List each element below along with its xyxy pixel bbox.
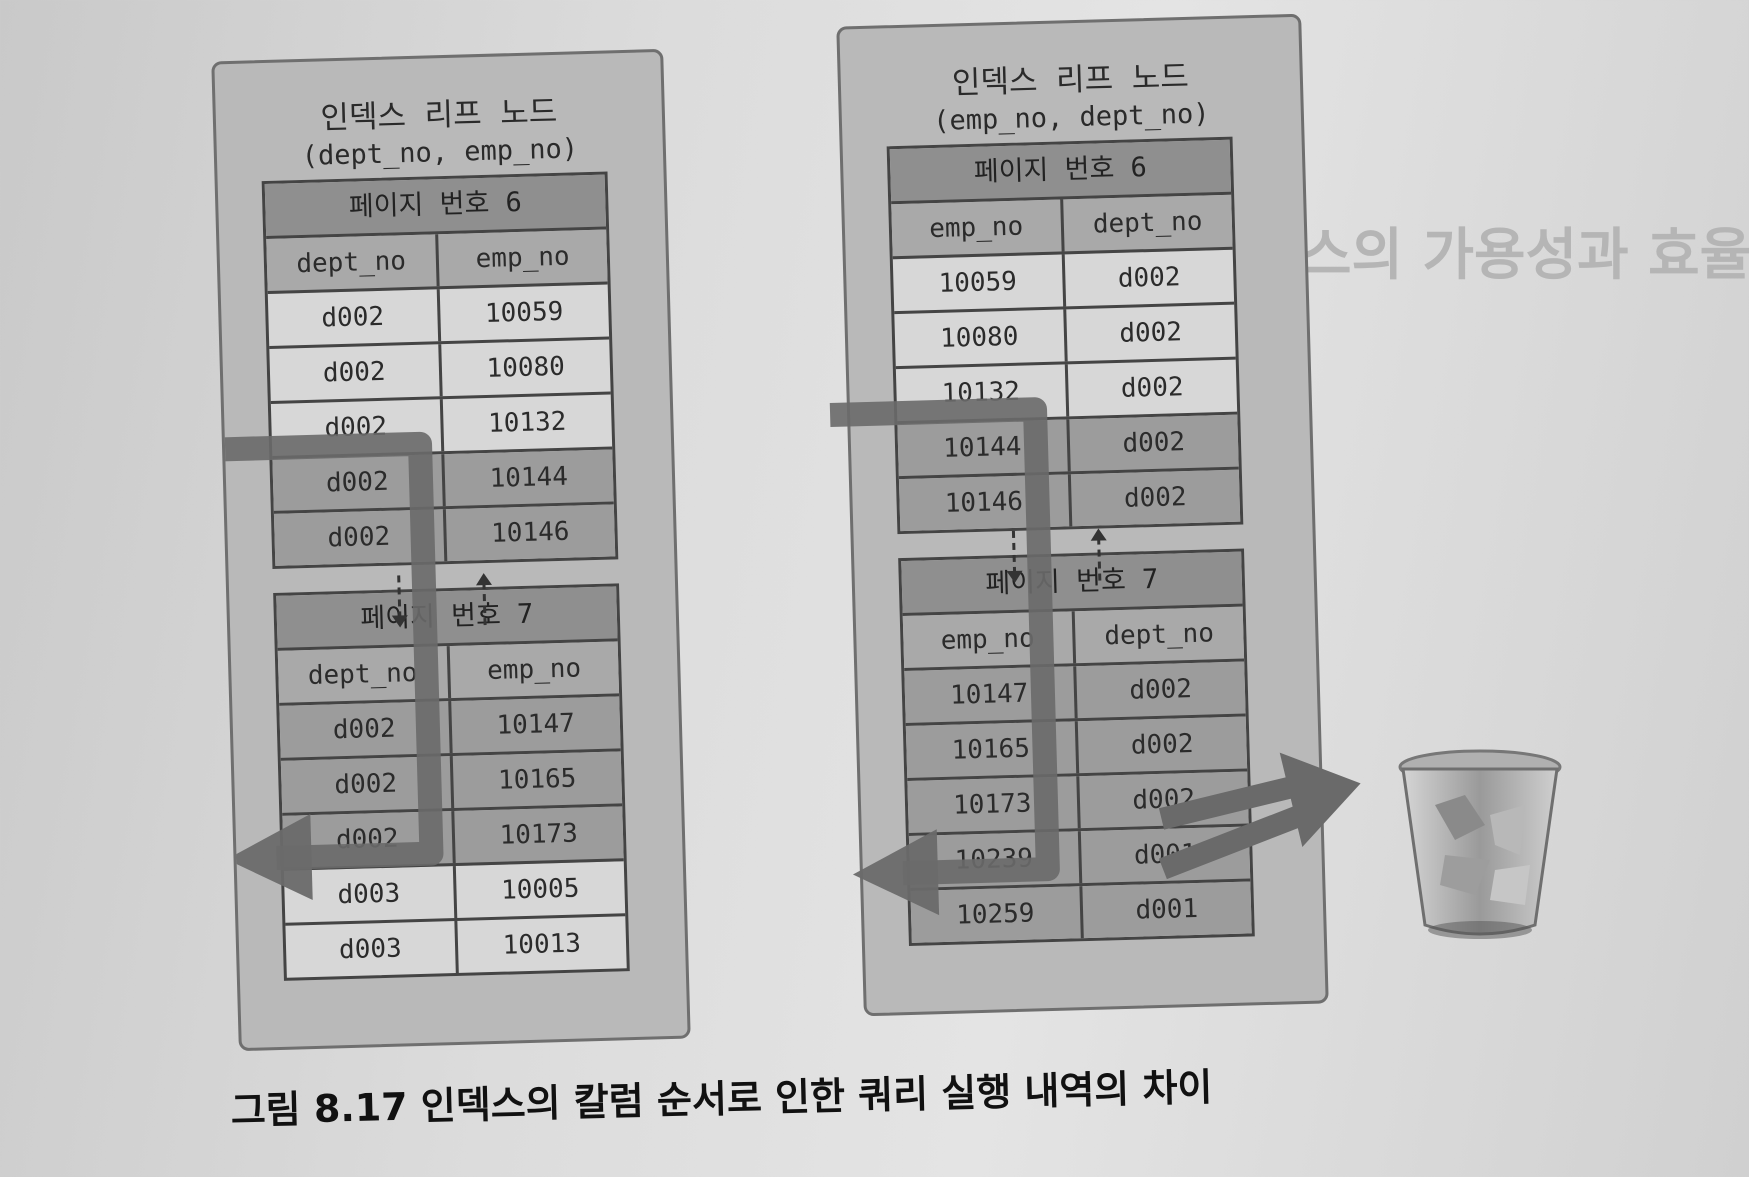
table-cell: 10147 [447, 696, 621, 754]
column-header: dept_no [1071, 606, 1245, 664]
table-cell: 10013 [453, 916, 627, 974]
table-cell: 10239 [954, 843, 1034, 876]
right-page-6: 페이지 번호 6 emp_no dept_no 10059 d002 10080 d… [886, 136, 1244, 535]
table-cell: 10132 [941, 376, 1021, 409]
right-index-panel: 인덱스 리프 노드 (emp_no, dept_no) 페이지 번호 6 emp… [829, 13, 1361, 1017]
column-header-row: emp_no dept_no [891, 194, 1233, 260]
background-text: 스의 가용성과 효율성 [1300, 223, 1749, 288]
left-page-7: 페이지 번호 7 dept_no emp_no d002 10147 d002 10… [273, 583, 630, 981]
table-row: d002 10165 [280, 751, 623, 816]
column-header: emp_no [940, 623, 1036, 657]
column-header-row: emp_no dept_no [902, 606, 1245, 672]
table-row: 10146 d002 [898, 469, 1241, 532]
figure-caption: 그림 8.17 인덱스의 칼럼 순서로 인한 쿼리 실행 내역의 차이 [230, 1065, 1213, 1133]
left-index-panel: 인덱스 리프 노드 (dept_no, emp_no) 페이지 번호 6 dep… [211, 48, 691, 1052]
table-row: d002 10132 [270, 394, 613, 459]
table-cell: d003 [338, 933, 403, 966]
table-row: d003 10013 [285, 916, 627, 977]
column-header-row: dept_no emp_no [277, 641, 620, 706]
table-cell: d002 [1067, 469, 1241, 527]
table-cell: d002 [332, 713, 396, 746]
table-row: 10059 d002 [892, 249, 1235, 315]
table-cell: 10165 [449, 751, 623, 809]
table-cell: 10080 [437, 339, 611, 397]
column-header: emp_no [928, 211, 1024, 245]
table-cell: 10259 [955, 898, 1035, 931]
column-header: dept_no [295, 246, 407, 280]
table-cell: d002 [324, 411, 388, 444]
table-row: 10147 d002 [904, 661, 1246, 727]
table-cell: 10165 [951, 733, 1031, 766]
table-row: 10259 d001 [910, 881, 1252, 943]
table-cell: 10059 [938, 266, 1018, 299]
column-header: emp_no [446, 641, 620, 699]
table-row: d002 10059 [267, 284, 610, 349]
table-cell: 10173 [952, 788, 1032, 821]
table-cell: 10144 [942, 431, 1022, 464]
table-row: 10144 d002 [897, 414, 1239, 480]
column-header-row: dept_no emp_no [266, 229, 608, 295]
table-cell: 10144 [440, 449, 614, 507]
table-cell: 10059 [436, 284, 610, 342]
table-row: 10173 d002 [907, 771, 1249, 836]
table-cell: d002 [1062, 304, 1236, 362]
table-row: d002 10080 [269, 339, 611, 404]
table-cell: 10146 [944, 486, 1024, 519]
table-cell: d002 [335, 823, 400, 856]
table-cell: d002 [1065, 414, 1239, 472]
table-row: d002 10173 [282, 806, 624, 871]
right-page-7: 페이지 번호 7 emp_no dept_no 10147 d002 10165 d… [898, 548, 1255, 947]
page-header: 페이지 번호 7 [276, 586, 618, 651]
table-cell: 10005 [452, 861, 626, 919]
table-cell: 10173 [450, 806, 624, 864]
table-row: d003 10005 [283, 861, 626, 926]
table-row: 10132 d002 [895, 359, 1238, 425]
table-cell: d002 [1075, 771, 1249, 829]
table-cell: d002 [325, 466, 390, 499]
page-header: 페이지 번호 6 [264, 174, 607, 240]
table-cell: 10080 [939, 321, 1019, 354]
table-row: 10165 d002 [905, 716, 1248, 781]
table-cell: d002 [1074, 716, 1248, 774]
table-cell: d002 [322, 356, 386, 389]
table-cell: 10147 [949, 678, 1029, 711]
table-cell: d002 [334, 768, 398, 801]
table-cell: 10146 [442, 504, 616, 562]
table-cell: 10132 [439, 394, 613, 452]
column-header: dept_no [1059, 194, 1233, 252]
column-header: emp_no [434, 229, 608, 287]
table-cell: d002 [1072, 661, 1246, 719]
table-row: d002 10146 [273, 504, 616, 566]
table-row: 10239 d001 [908, 826, 1251, 891]
table-cell: d002 [1061, 249, 1235, 307]
table-cell: d003 [337, 878, 401, 911]
table-row: 10080 d002 [894, 304, 1236, 370]
page-header: 페이지 번호 6 [889, 139, 1232, 205]
table-cell: d002 [1064, 359, 1238, 417]
table-row: d002 10144 [272, 449, 614, 514]
table-cell: d002 [327, 521, 391, 554]
table-row: d002 10147 [279, 696, 621, 761]
page-header: 페이지 번호 7 [901, 551, 1243, 617]
trash-icon [1398, 749, 1562, 939]
table-cell: d001 [1078, 881, 1252, 939]
table-cell: d002 [321, 301, 385, 334]
table-cell: d001 [1077, 826, 1251, 884]
column-header: dept_no [307, 657, 418, 692]
left-page-6: 페이지 번호 6 dept_no emp_no d002 10059 d002 10… [261, 171, 619, 569]
